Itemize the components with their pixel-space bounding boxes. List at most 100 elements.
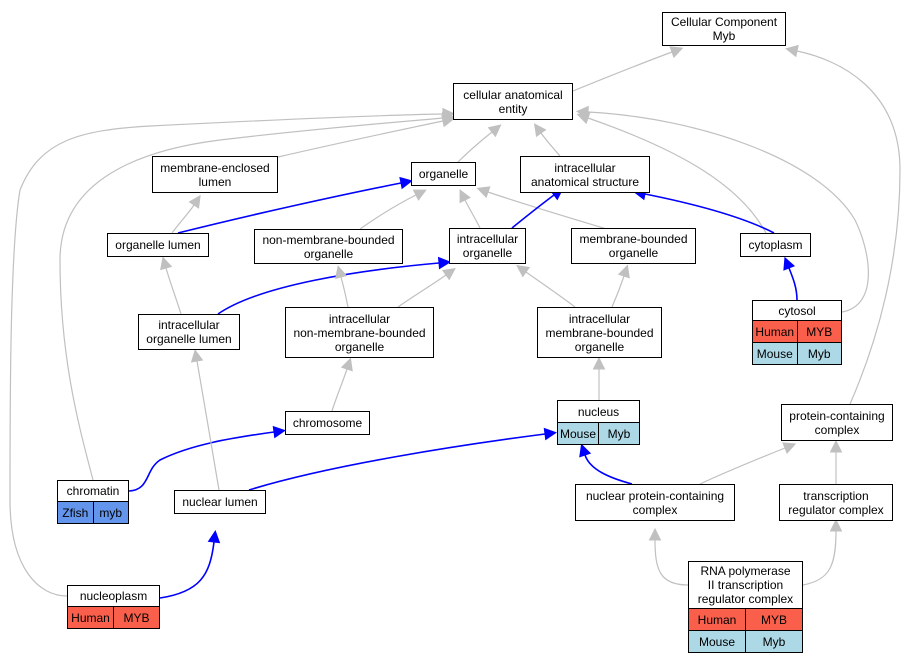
node-intracellular-organelle-lumen[interactable]: intracellular organelle lumen: [138, 314, 240, 350]
edge-nuclear-lumen-to-intracellular-organelle-lumen: [190, 349, 220, 491]
node-label: non-membrane-bounded organelle: [262, 232, 395, 261]
node-intracellular-anatomical-structure[interactable]: intracellular anatomical structure: [520, 156, 650, 193]
node-label: chromatin: [66, 484, 120, 498]
species-name: Zfish: [62, 505, 89, 520]
species-name: Human: [755, 324, 795, 339]
edge-nucleoplasm-to-cellular-anatomical-entity: [9, 107, 456, 597]
node-nuclear-lumen[interactable]: nuclear lumen: [174, 490, 266, 514]
edge-nuclear-lumen-to-nucleus: [248, 427, 558, 491]
edge-intracellular-membrane-bounded-organelle-to-membrane-bounded-organelle: [611, 264, 630, 308]
gene-symbol: MYB: [745, 609, 802, 630]
node-label: organelle: [418, 167, 469, 181]
node-transcription-regulator-complex[interactable]: transcription regulator complex: [779, 484, 893, 521]
edge-intracellular-non-membrane-bounded-organelle-to-intracellular-organelle: [397, 267, 456, 308]
edge-nuclear-protein-containing-complex-to-nucleus: [579, 443, 633, 485]
node-label: nucleus: [577, 404, 620, 419]
species-name: Mouse: [559, 426, 597, 441]
species-row-human: Human MYB: [689, 608, 802, 630]
node-label: RNA polymerase II transcription regulato…: [697, 564, 794, 606]
node-label: intracellular anatomical structure: [530, 160, 640, 189]
edge-nucleus-to-intracellular-membrane-bounded-organelle: [592, 356, 606, 400]
node-cellular-anatomical-entity[interactable]: cellular anatomical entity: [453, 83, 573, 120]
edge-intracellular-non-membrane-bounded-organelle-to-non-membrane-bounded-organelle: [335, 265, 349, 308]
node-membrane-bounded-organelle[interactable]: membrane-bounded organelle: [571, 228, 696, 264]
edge-rna-pol-ii-complex-to-transcription-regulator-complex: [802, 518, 843, 586]
node-label: intracellular membrane-bounded organelle: [545, 311, 654, 354]
node-label: Cellular Component Myb: [670, 15, 778, 43]
node-organelle[interactable]: organelle: [411, 162, 476, 186]
edge-nucleoplasm-to-nuclear-lumen: [159, 529, 221, 599]
node-protein-containing-complex[interactable]: protein-containing complex: [781, 404, 893, 441]
node-label: transcription regulator complex: [788, 488, 884, 517]
edge-intracellular-organelle-lumen-to-intracellular-organelle: [217, 256, 452, 315]
edge-protein-containing-complex-to-cellular-component-myb: [785, 44, 901, 405]
gene-symbol: Myb: [745, 631, 802, 652]
species-name: Mouse: [756, 346, 793, 361]
node-label: intracellular organelle: [456, 232, 519, 260]
gene-symbol: Myb: [796, 343, 842, 364]
edge-cytoplasm-to-intracellular-anatomical-structure: [633, 187, 775, 234]
edge-transcription-regulator-complex-to-protein-containing-complex: [829, 439, 843, 484]
species-name: Mouse: [698, 634, 736, 649]
edge-non-membrane-bounded-organelle-to-organelle: [359, 189, 427, 230]
node-label: cellular anatomical entity: [463, 87, 563, 116]
edge-organelle-lumen-to-organelle: [177, 176, 413, 234]
node-label: membrane-enclosed lumen: [160, 160, 270, 189]
node-label: chromosome: [292, 416, 363, 430]
gene-symbol: MYB: [796, 321, 842, 342]
node-intracellular-non-membrane-bounded-organelle[interactable]: intracellular non-membrane-bounded organ…: [285, 307, 434, 358]
edge-cytosol-to-cytoplasm: [783, 256, 798, 301]
edge-cellular-anatomical-entity-to-cellular-component-myb: [572, 46, 684, 92]
edge-intracellular-organelle-to-organelle: [459, 189, 481, 229]
node-label: intracellular organelle lumen: [146, 318, 232, 346]
node-label: nuclear protein-containing complex: [585, 488, 725, 517]
node-label: organelle lumen: [115, 238, 201, 252]
node-non-membrane-bounded-organelle[interactable]: non-membrane-bounded organelle: [254, 229, 403, 264]
node-nuclear-protein-containing-complex[interactable]: nuclear protein-containing complex: [575, 484, 735, 521]
node-membrane-enclosed-lumen[interactable]: membrane-enclosed lumen: [152, 156, 278, 193]
gene-symbol: MYB: [113, 607, 159, 628]
edge-intracellular-membrane-bounded-organelle-to-intracellular-organelle: [516, 264, 576, 308]
node-cytoplasm[interactable]: cytoplasm: [740, 233, 811, 257]
node-chromosome[interactable]: chromosome: [285, 411, 370, 435]
edge-intracellular-anatomical-structure-to-cellular-anatomical-entity: [533, 123, 561, 157]
edge-membrane-bounded-organelle-to-organelle: [476, 186, 611, 231]
species-name: Human: [71, 610, 110, 625]
node-intracellular-organelle[interactable]: intracellular organelle: [449, 228, 526, 264]
edge-organelle-lumen-to-membrane-enclosed-lumen: [171, 194, 201, 234]
gene-symbol: Myb: [598, 423, 639, 444]
species-name: Human: [697, 612, 737, 627]
edge-cytosol-to-cellular-anatomical-entity: [575, 105, 869, 313]
node-label: cytoplasm: [748, 238, 803, 252]
edge-membrane-enclosed-lumen-to-cellular-anatomical-entity: [277, 114, 455, 158]
species-row-mouse: Mouse Myb: [689, 630, 802, 652]
node-label: cytosol: [778, 303, 816, 318]
edge-organelle-to-cellular-anatomical-entity: [457, 124, 502, 163]
edge-intracellular-organelle-lumen-to-organelle-lumen: [160, 256, 182, 315]
node-cellular-component-myb[interactable]: Cellular Component Myb: [662, 12, 786, 46]
node-label: nuclear lumen: [182, 495, 258, 509]
node-label: protein-containing complex: [789, 408, 885, 437]
node-label: intracellular non-membrane-bounded organ…: [293, 311, 426, 354]
edge-intracellular-organelle-to-intracellular-anatomical-structure: [511, 187, 564, 229]
node-organelle-lumen[interactable]: organelle lumen: [107, 233, 209, 257]
edge-chromatin-to-chromosome: [128, 425, 287, 492]
node-label: nucleoplasm: [79, 589, 148, 603]
edge-nuclear-protein-containing-complex-to-protein-containing-complex: [699, 442, 797, 485]
edge-chromosome-to-intracellular-non-membrane-bounded-organelle: [331, 357, 353, 412]
node-rna-pol-ii-complex[interactable]: RNA polymerase II transcription regulato…: [688, 561, 803, 653]
node-intracellular-membrane-bounded-organelle[interactable]: intracellular membrane-bounded organelle: [537, 307, 662, 358]
edge-rna-pol-ii-complex-to-nuclear-protein-containing-complex: [648, 527, 689, 586]
node-label: membrane-bounded organelle: [579, 232, 688, 260]
